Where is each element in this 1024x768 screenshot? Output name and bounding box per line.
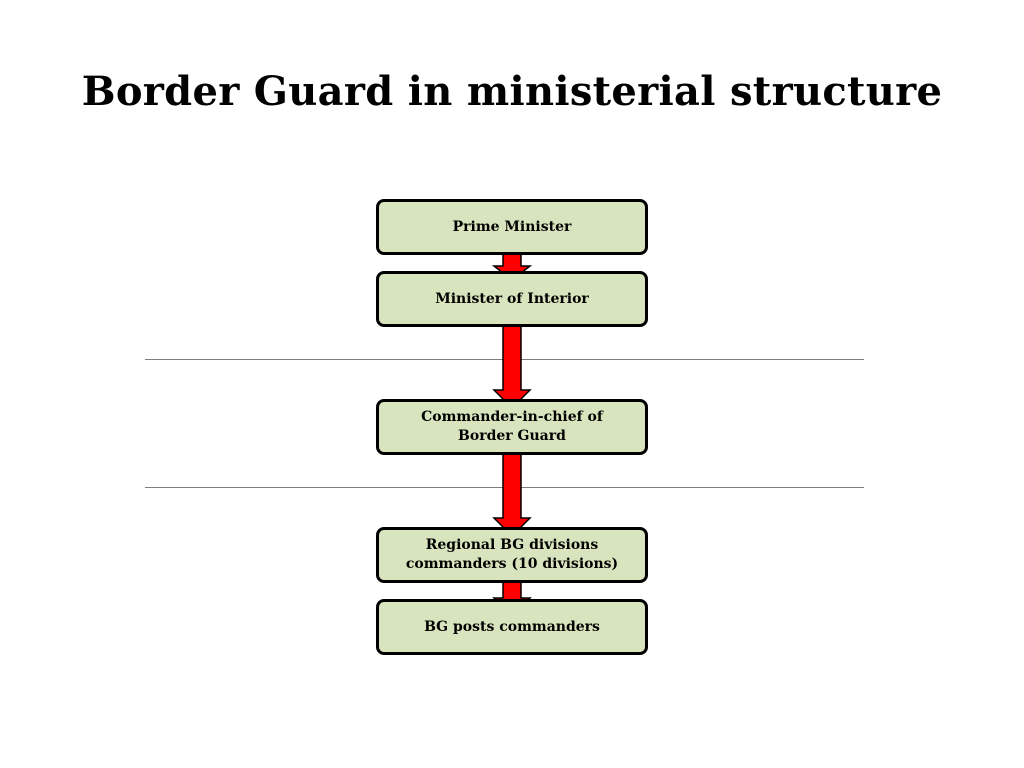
arrow-interior-to-commander	[492, 317, 532, 410]
node-regional-commanders-label: Regional BG divisions commanders (10 div…	[405, 537, 619, 572]
arrow-commander-to-regional	[492, 445, 532, 538]
node-posts-commanders: BG posts commanders	[376, 599, 648, 655]
node-prime-minister-label: Prime Minister	[452, 218, 572, 235]
node-minister-of-interior: Minister of Interior	[376, 271, 648, 327]
slide-title: Border Guard in ministerial structure	[81, 68, 943, 115]
node-regional-commanders: Regional BG divisions commanders (10 div…	[376, 527, 648, 583]
node-prime-minister: Prime Minister	[376, 199, 648, 255]
node-minister-of-interior-label: Minister of Interior	[435, 290, 589, 307]
node-posts-commanders-label: BG posts commanders	[424, 618, 600, 635]
node-commander-in-chief: Commander-in-chief of Border Guard	[376, 399, 648, 455]
node-commander-in-chief-label: Commander-in-chief of Border Guard	[421, 409, 603, 444]
